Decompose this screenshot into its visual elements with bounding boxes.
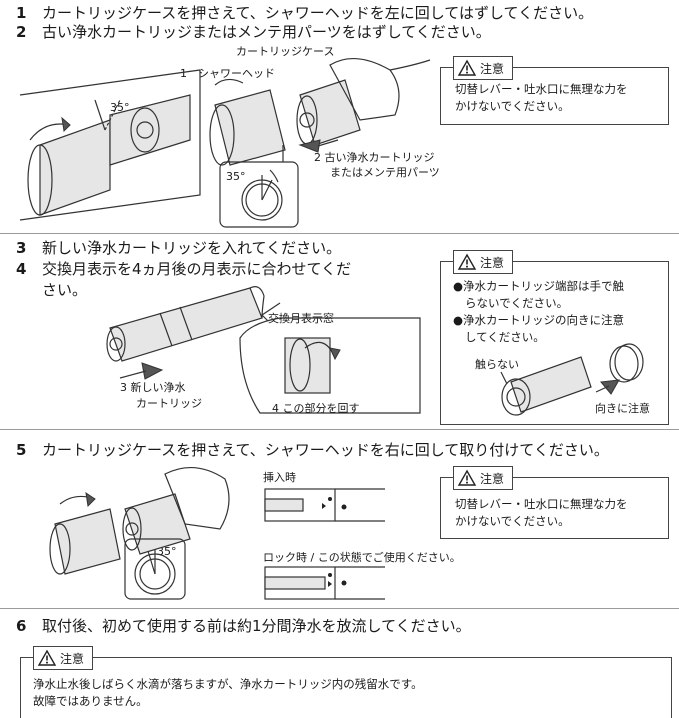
caution-box-4: 注意 浄水止水後しばらく水滴が落ちますが、浄水カートリッジ内の残留水です。 故障… [20,646,672,718]
caution-1-line-2: かけないでください。 [455,99,570,113]
caution-tag: 注意 [453,466,514,490]
figure-remove-shower-head [19,57,431,228]
warning-triangle-icon [37,649,57,666]
caution-label: 注意 [480,471,505,486]
caution-tag: 注意 [453,56,514,80]
caution-tag: 注意 [33,646,94,670]
warning-triangle-icon [457,469,477,486]
caution-2-line-3: ●浄水カートリッジの向きに注意 [453,313,625,327]
section-steps-3-4 [0,233,679,430]
caution-box-3: 注意 切替レバー・吐水口に無理な力を かけないでください。 [440,466,669,539]
label-cartridge-case: カートリッジケース [236,45,335,58]
figure-cartridge-orientation [500,343,644,416]
caution-box-1: 注意 切替レバー・吐水口に無理な力を かけないでください。 [440,56,669,125]
label-shower-head: 1 シャワーヘッド [180,67,275,80]
figure-insert-cartridge [106,286,421,414]
label-no-touch: 触らない [475,358,519,371]
caution-label: 注意 [480,255,505,270]
caution-4-line-2: 故障ではありません。 [33,694,148,708]
warning-triangle-icon [457,59,477,76]
label-insert: 挿入時 [263,471,296,484]
label-old-cartridge-1: 2 古い浄水カートリッジ [314,151,435,164]
section-step-5 [0,429,679,609]
label-rotate-part: 4 この部分を回す [272,402,360,415]
caution-1-line-1: 切替レバー・吐水口に無理な力を [455,82,628,96]
label-orientation: 向きに注意 [595,402,650,415]
label-angle-35-detail: 35° [226,170,246,183]
label-old-cartridge-2: またはメンテ用パーツ [330,166,440,179]
caution-2-line-2: らないでください。 [465,296,569,310]
caution-label: 注意 [480,61,505,76]
label-lock: ロック時 / この状態でご使用ください。 [263,551,461,564]
caution-3-line-2: かけないでください。 [455,514,570,528]
caution-2-line-1: ●浄水カートリッジ端部は手で触 [453,279,625,293]
section-step-6 [0,608,679,711]
warning-triangle-icon [457,253,477,270]
caution-box-2: 注意 ●浄水カートリッジ端部は手で触 らないでください。 ●浄水カートリッジの向… [440,250,669,425]
caution-4-line-1: 浄水止水後しばらく水滴が落ちますが、浄水カートリッジ内の残留水です。 [33,677,423,691]
label-new-cartridge-2: カートリッジ [136,397,202,410]
caution-3-line-1: 切替レバー・吐水口に無理な力を [455,497,628,511]
caution-tag: 注意 [453,250,514,274]
caution-label: 注意 [60,651,85,666]
caution-2-line-4: してください。 [465,330,545,344]
figure-attach-shower-head [49,466,385,600]
step-4-cont: さい。 [42,281,88,299]
label-new-cartridge-1: 3 新しい浄水 [120,381,186,394]
